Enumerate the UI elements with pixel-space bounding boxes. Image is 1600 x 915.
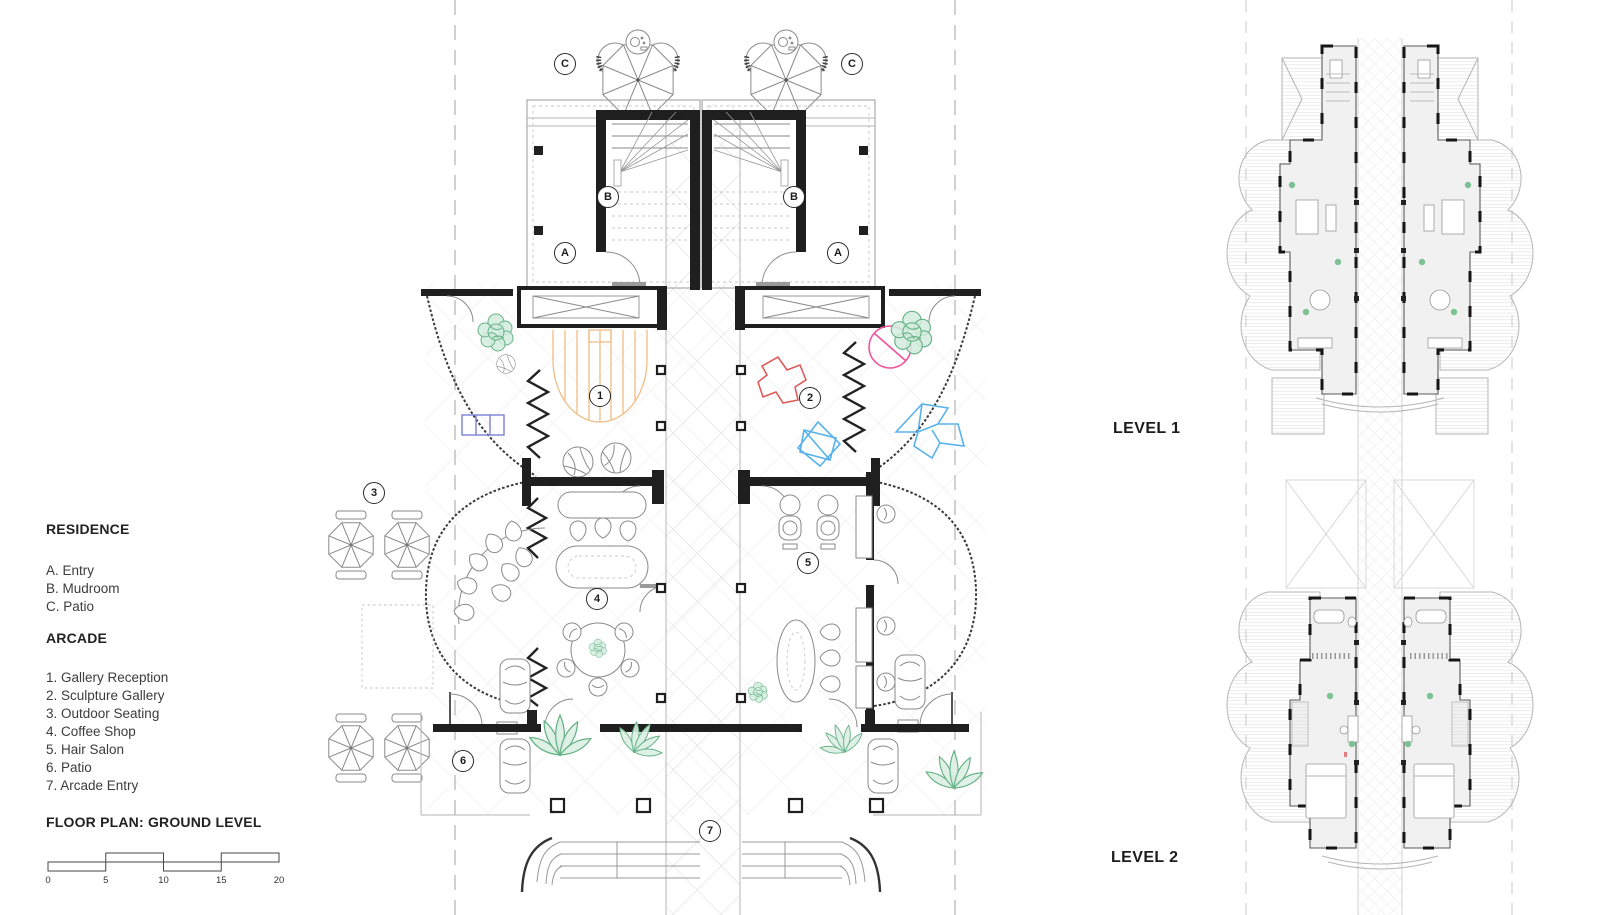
marker-patio-6: 6	[452, 750, 474, 772]
scale-tick-5: 5	[103, 875, 109, 886]
legend-arcade-title: ARCADE	[46, 630, 108, 646]
marker-coffee-shop: 4	[586, 588, 608, 610]
coffee-shop-room	[525, 491, 667, 707]
garden-walls	[421, 289, 981, 707]
gallery-bench	[461, 414, 505, 436]
marker-entry-a-right: A	[827, 242, 849, 264]
scale-bar	[47, 852, 280, 872]
marker-sculpture-gallery: 2	[799, 387, 821, 409]
legend-item-hair-salon: 5. Hair Salon	[46, 742, 125, 757]
legend-item-patio-6: 6. Patio	[46, 760, 92, 775]
legend-item-gallery-reception: 1. Gallery Reception	[46, 670, 169, 685]
scale-tick-10: 10	[158, 875, 169, 886]
sculpture-gallery-room	[735, 310, 966, 468]
hair-salon-room	[735, 494, 896, 709]
scale-tick-15: 15	[215, 875, 227, 886]
patio-tree-left	[598, 29, 678, 115]
patio-tree-right	[746, 29, 826, 115]
reception-rug	[552, 329, 648, 423]
plan-title: FLOOR PLAN: GROUND LEVEL	[46, 814, 262, 830]
level2-plan	[1226, 479, 1534, 870]
legend-item-coffee-shop: 4. Coffee Shop	[46, 724, 136, 739]
curved-bench-seats	[452, 519, 546, 625]
marker-arcade-entry: 7	[699, 820, 721, 842]
marker-outdoor-seating: 3	[363, 482, 385, 504]
mudroom-storage-left	[517, 286, 667, 330]
legend-residence-title: RESIDENCE	[46, 521, 130, 537]
marker-hair-salon: 5	[797, 552, 819, 574]
level1-label: LEVEL 1	[1113, 420, 1181, 437]
sculpture-red	[757, 355, 807, 404]
scale-tick-0: 0	[45, 875, 51, 886]
legend-item-patio: C. Patio	[46, 599, 95, 614]
sculpture-blue-pinwheel	[796, 420, 842, 468]
legend-item-mudroom: B. Mudroom	[46, 581, 120, 596]
gallery-reception-room	[461, 313, 667, 480]
legend-item-entry: A. Entry	[46, 563, 95, 578]
level2-label: LEVEL 2	[1111, 849, 1179, 866]
mudroom-storage-right	[735, 286, 885, 330]
arcade-entry-steps	[433, 698, 969, 893]
marker-patio-c-left: C	[554, 53, 576, 75]
marker-gallery-reception: 1	[589, 385, 611, 407]
level1-plan	[1226, 0, 1534, 915]
sculpture-blue-chevron	[894, 403, 966, 460]
legend-item-outdoor-seating: 3. Outdoor Seating	[46, 706, 160, 721]
outdoor-seating-area	[328, 510, 434, 783]
marker-mudroom-b-left: B	[597, 186, 619, 208]
marker-entry-a-left: A	[554, 242, 576, 264]
marker-mudroom-b-right: B	[783, 186, 805, 208]
legend-item-sculpture-gallery: 2. Sculpture Gallery	[46, 688, 165, 703]
marker-patio-c-right: C	[841, 53, 863, 75]
scale-tick-20: 20	[273, 875, 285, 886]
legend-item-arcade-entry: 7. Arcade Entry	[46, 778, 139, 793]
